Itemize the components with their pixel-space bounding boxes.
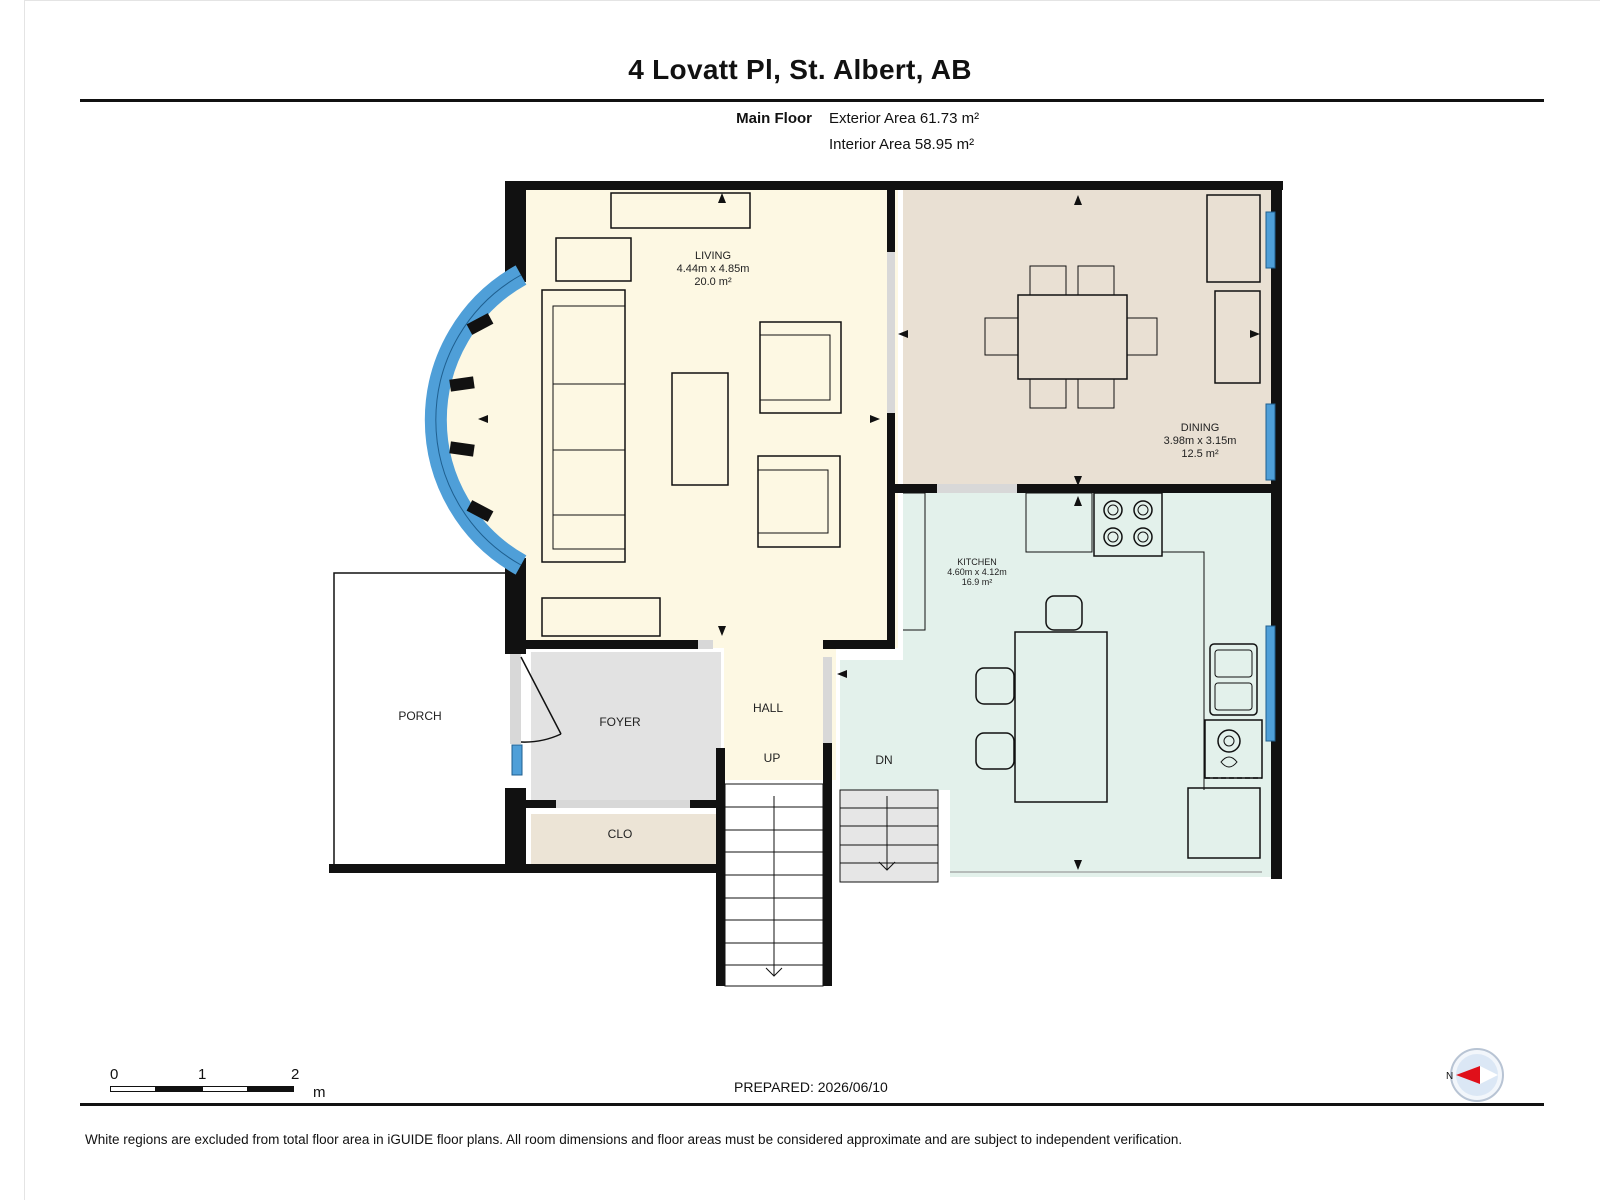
closet-fill [531,814,721,864]
disclaimer-text: White regions are excluded from total fl… [85,1132,1183,1147]
dining-area: 12.5 m² [1181,448,1219,460]
interior-area: Interior Area 58.95 m² [829,136,975,153]
bay-mullions [449,313,494,522]
scale-tick-2: 2 [291,1066,300,1083]
foyer-fill [531,652,721,808]
scale-unit: m [313,1084,326,1101]
openings [510,252,1017,808]
dining-furniture [984,194,1261,409]
living-furniture [541,192,842,637]
interior-walls [526,190,1275,986]
kitchen-dims: 4.60m x 4.12m [947,567,1007,577]
scale-tick-0: 0 [110,1066,119,1083]
footer-rule [80,1103,1544,1106]
kitchen-furniture [903,492,1263,873]
stairs-up-label: UP [764,751,781,765]
scale-segment [248,1086,294,1092]
exterior-walls [329,181,1283,879]
closet-label: CLO [608,827,633,841]
north-arrow-icon: N [1446,1048,1504,1102]
room-labels: LIVING 4.44m x 4.85m 20.0 m² DINING 3.98… [398,250,1236,841]
scale-bar: 0 1 2 m [108,1066,348,1106]
porch-label: PORCH [398,709,441,723]
foyer-label: FOYER [599,715,641,729]
kitchen-area: 16.9 m² [962,577,993,587]
stairs-down [839,789,939,883]
living-area: 20.0 m² [694,276,732,288]
floor-name: Main Floor [736,110,812,127]
title-rule [80,99,1544,102]
scale-segment [156,1086,202,1092]
windows [511,211,1276,776]
living-dims: 4.44m x 4.85m [677,263,750,275]
scale-segment [110,1086,156,1092]
scale-segment [202,1086,248,1092]
dining-dims: 3.98m x 3.15m [1164,435,1237,447]
dimension-markers [478,193,1260,870]
prepared-date: PREPARED: 2026/06/10 [734,1079,888,1095]
exterior-area: Exterior Area 61.73 m² [829,110,980,127]
stairs-up [724,783,824,987]
entry-door [520,656,562,743]
kitchen-label: KITCHEN [957,557,997,567]
living-label: LIVING [695,250,731,262]
page-frame [24,0,1600,1200]
page-title: 4 Lovatt Pl, St. Albert, AB [628,54,972,85]
kitchen-fill [840,493,1277,877]
hall-label: HALL [753,701,783,715]
dining-label: DINING [1181,422,1220,434]
compass-label: N [1446,1071,1453,1082]
stairs-down-label: DN [875,753,892,767]
scale-tick-1: 1 [198,1066,207,1083]
